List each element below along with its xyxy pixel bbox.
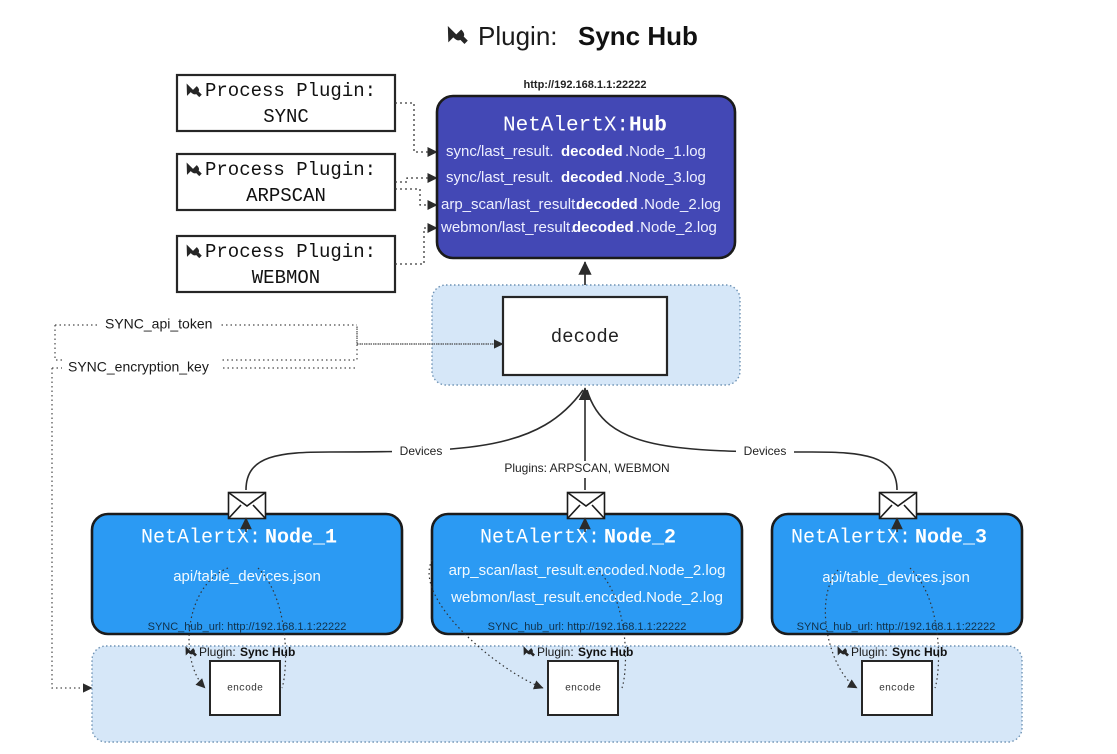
hub-log-row: arp_scan/last_result. decoded .Node_2.lo…: [441, 196, 721, 213]
process-plugin-webmon[interactable]: Process Plugin: WEBMON: [175, 234, 397, 294]
edge-label: Plugins: ARPSCAN, WEBMON: [504, 461, 669, 475]
encoder-3[interactable]: Plugin: Sync Hub encode: [837, 645, 947, 716]
process-plugin-header: Process Plugin:: [205, 159, 376, 181]
connector-node3-encode: [824, 567, 940, 689]
node-title-prefix: NetAlertX:: [791, 526, 911, 549]
process-plugin-name: WEBMON: [252, 267, 320, 289]
edge-label-left-devices: Devices: [392, 444, 450, 461]
node-line: webmon/last_result.encoded.Node_2.log: [450, 589, 723, 606]
page-title-prefix: Plugin:: [478, 21, 558, 51]
encode-label: encode: [565, 683, 601, 695]
hub-log-pre: sync/last_result.: [446, 143, 554, 160]
hub-log-pre: arp_scan/last_result.: [441, 196, 579, 213]
encoder-plugin-name: Sync Hub: [240, 645, 295, 659]
hub-log-mid: decoded: [576, 196, 638, 213]
hub-title-prefix: NetAlertX:: [503, 115, 629, 138]
envelope-icon: [227, 491, 267, 520]
hub-log-post: .Node_1.log: [625, 143, 706, 160]
connector-node2-encode: [428, 559, 627, 690]
envelope-icon: [566, 491, 606, 520]
encode-label: encode: [227, 683, 263, 695]
node-footer: SYNC_hub_url: http://192.168.1.1:22222: [488, 621, 687, 633]
edge-label-right-devices: Devices: [736, 444, 794, 461]
process-plugin-arpscan[interactable]: Process Plugin: ARPSCAN: [175, 152, 397, 212]
hub-log-post: .Node_2.log: [640, 196, 721, 213]
node-line: arp_scan/last_result.encoded.Node_2.log: [449, 562, 726, 579]
encode-label: encode: [879, 683, 915, 695]
hub-log-row: webmon/last_result. decoded .Node_2.log: [440, 219, 717, 236]
secret-label: SYNC_api_token: [105, 316, 212, 332]
node-footer: SYNC_hub_url: http://192.168.1.1:22222: [797, 621, 996, 633]
node-title-name: Node_1: [265, 526, 337, 549]
page-title: Plugin: Sync Hub: [447, 21, 698, 51]
secret-label-api-token: SYNC_api_token: [98, 316, 220, 333]
node-box-node-3[interactable]: NetAlertX: Node_3 api/table_devices.json…: [770, 512, 1024, 636]
hub-title-name: Hub: [629, 115, 667, 138]
node-line: api/table_devices.json: [822, 569, 970, 586]
edge-label-center-plugins: Plugins: ARPSCAN, WEBMON: [503, 461, 671, 478]
hub-log-post: .Node_3.log: [625, 169, 706, 186]
hub-log-row: sync/last_result. decoded .Node_3.log: [446, 169, 706, 186]
node-title-name: Node_3: [915, 526, 987, 549]
node-title-prefix: NetAlertX:: [141, 526, 261, 549]
process-plugin-name: SYNC: [263, 106, 309, 128]
hub-log-mid: decoded: [572, 219, 634, 236]
hub-log-mid: decoded: [561, 169, 623, 186]
encoder-plugin-prefix: Plugin:: [851, 645, 888, 659]
connector-node1-encode: [188, 567, 287, 689]
node-box-node-2[interactable]: NetAlertX: Node_2 arp_scan/last_result.e…: [430, 512, 744, 636]
hub-log-row: sync/last_result. decoded .Node_1.log: [446, 143, 706, 160]
process-plugin-header: Process Plugin:: [205, 80, 376, 102]
hub-log-pre: sync/last_result.: [446, 169, 554, 186]
node-footer: SYNC_hub_url: http://192.168.1.1:22222: [148, 621, 347, 633]
encoder-2[interactable]: Plugin: Sync Hub encode: [523, 645, 633, 716]
encoder-plugin-prefix: Plugin:: [537, 645, 574, 659]
secret-label: SYNC_encryption_key: [68, 359, 209, 375]
hub-box[interactable]: NetAlertX: Hub sync/last_result. decoded…: [435, 94, 737, 260]
node-box-node-1[interactable]: NetAlertX: Node_1 api/table_devices.json…: [90, 512, 404, 636]
process-plugin-name: ARPSCAN: [246, 185, 326, 207]
process-plugin-sync[interactable]: Process Plugin: SYNC: [175, 73, 397, 133]
encoder-plugin-name: Sync Hub: [578, 645, 633, 659]
decode-label: decode: [551, 326, 619, 348]
connector-plugins-to-hub: [395, 102, 438, 265]
decode-box[interactable]: decode: [501, 295, 669, 377]
process-plugin-header: Process Plugin:: [205, 241, 376, 263]
hub-log-post: .Node_2.log: [636, 219, 717, 236]
node-title-name: Node_2: [604, 526, 676, 549]
edge-label: Devices: [744, 444, 787, 458]
secret-label-encryption-key: SYNC_encryption_key: [62, 359, 220, 376]
envelope-icon: [878, 491, 918, 520]
page-title-name: Sync Hub: [578, 21, 698, 51]
encoder-plugin-name: Sync Hub: [892, 645, 947, 659]
plug-icon: [447, 25, 468, 44]
encoder-1[interactable]: Plugin: Sync Hub encode: [185, 645, 295, 716]
hub-log-mid: decoded: [561, 143, 623, 160]
edge-label: Devices: [400, 444, 443, 458]
node-title-prefix: NetAlertX:: [480, 526, 600, 549]
hub-url-label: http://192.168.1.1:22222: [524, 79, 647, 91]
hub-log-pre: webmon/last_result.: [440, 219, 574, 236]
encoder-plugin-prefix: Plugin:: [199, 645, 236, 659]
node-line: api/table_devices.json: [173, 568, 321, 585]
